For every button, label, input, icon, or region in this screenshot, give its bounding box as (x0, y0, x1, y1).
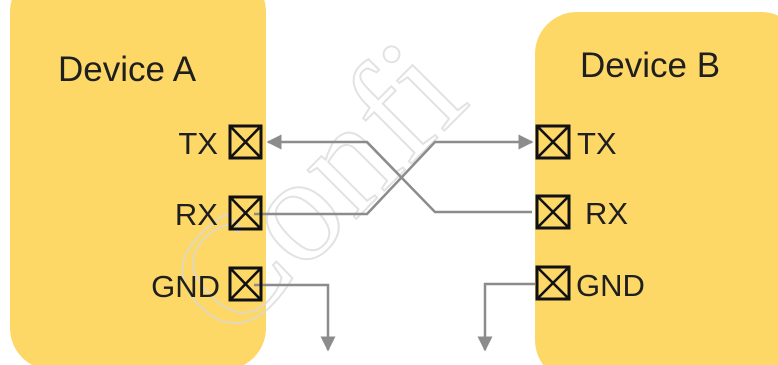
wires (254, 134, 535, 352)
crossed-box-icon (535, 194, 571, 230)
device-b-title: Device B (580, 46, 720, 85)
device-b-gnd-label: GND (576, 268, 645, 303)
device-a-gnd-label: GND (151, 269, 220, 304)
device-b-panel (535, 12, 778, 365)
crossed-box-icon (535, 265, 571, 301)
device-a-rx-label: RX (175, 197, 218, 232)
wire-b-rx-to-a-tx (266, 134, 532, 214)
crossed-box-icon (228, 266, 263, 302)
device-b-tx-label: TX (577, 126, 617, 161)
crossed-box-icon (228, 195, 263, 231)
wire-a-gnd-ground (254, 283, 336, 352)
wire-b-gnd-ground (477, 282, 535, 352)
device-b-rx-label: RX (585, 196, 628, 231)
crossed-box-icon (228, 124, 263, 160)
device-a-tx-label: TX (178, 126, 218, 161)
crossed-box-icon (535, 124, 571, 160)
device-a-panel (10, 0, 266, 365)
device-a-title: Device A (58, 50, 197, 89)
